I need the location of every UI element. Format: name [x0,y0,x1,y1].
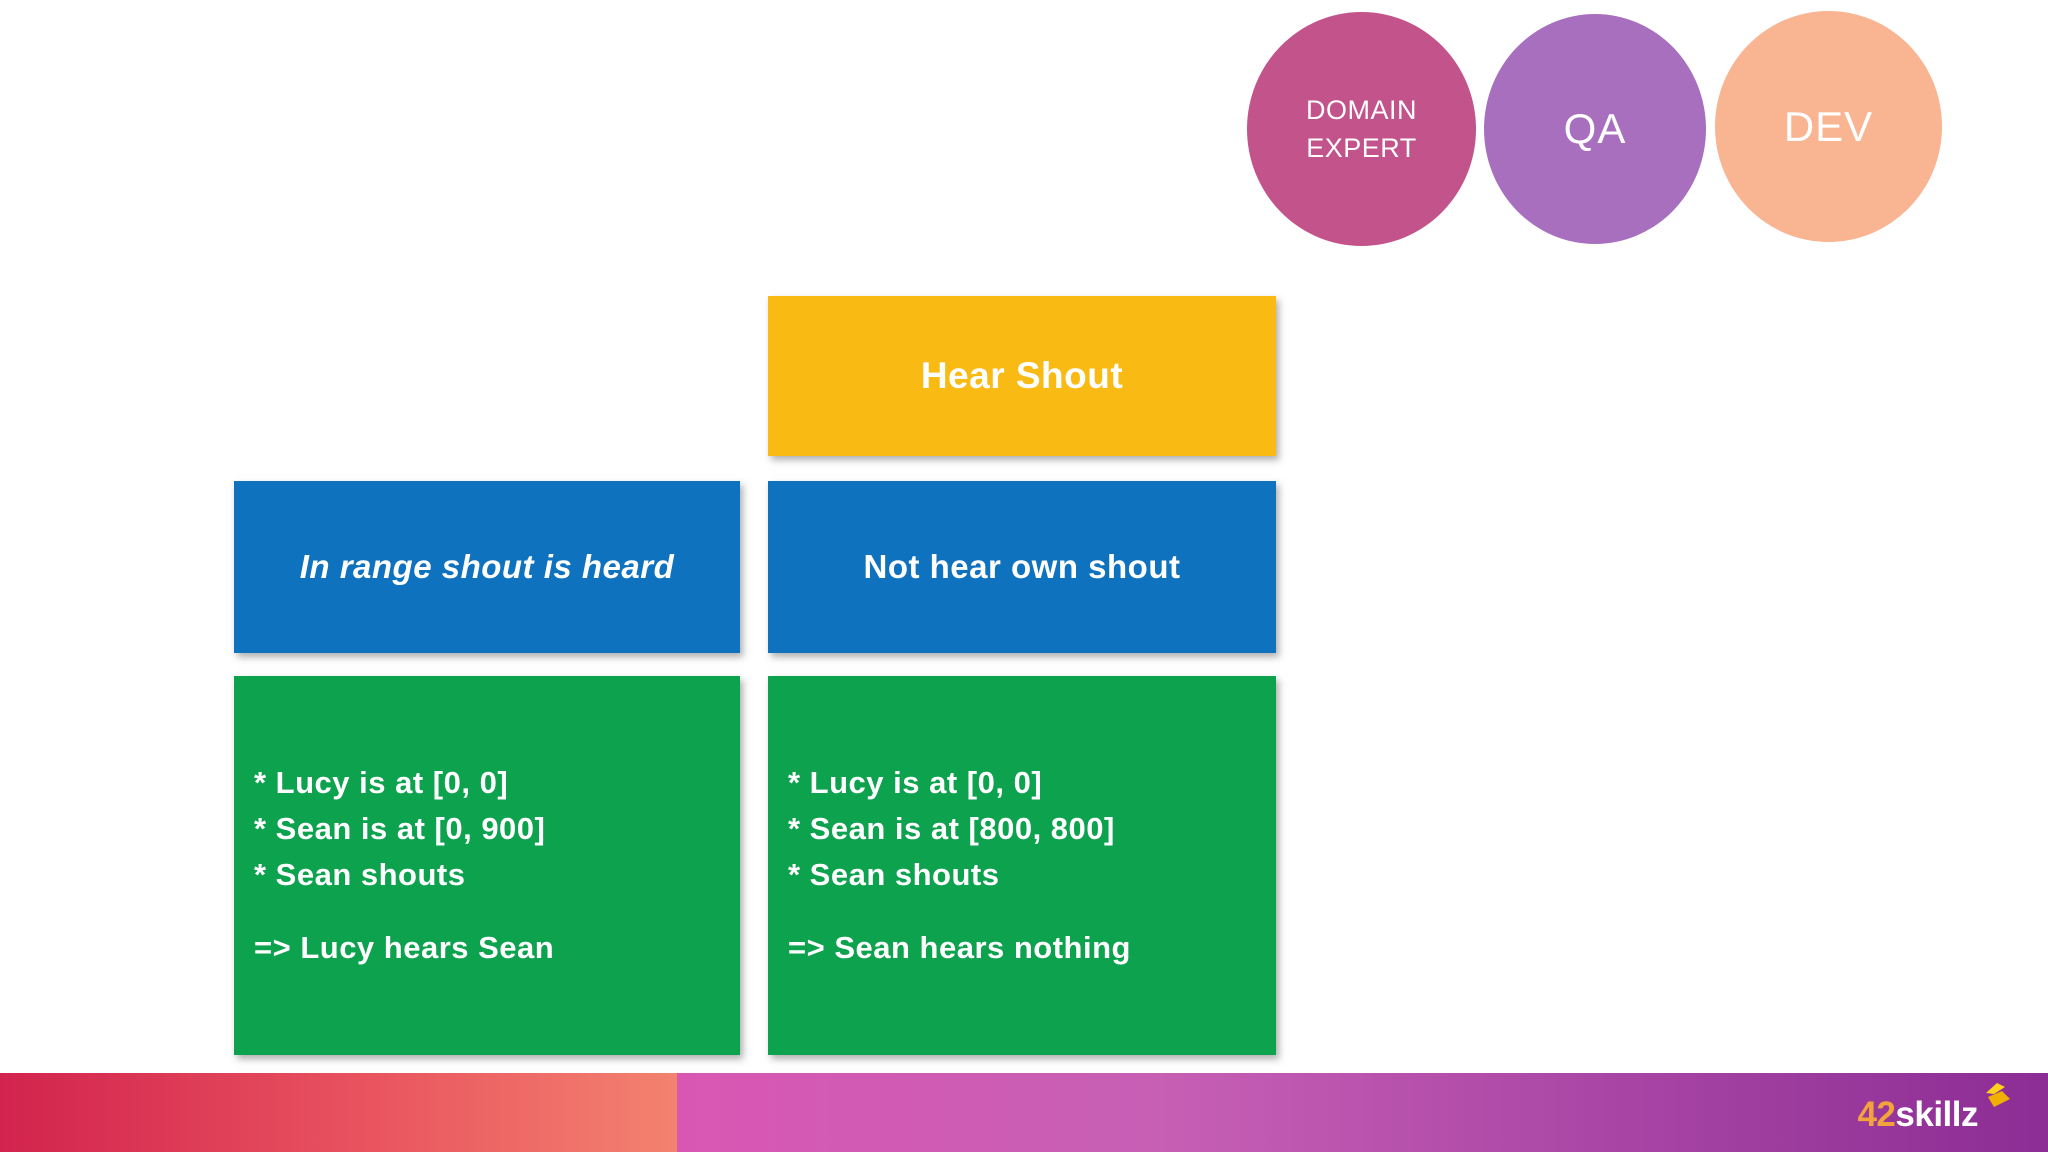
rule-card-in-range: In range shout is heard [234,481,740,653]
example-step: * Sean shouts [788,857,1000,892]
footer-gradient-left [0,1073,677,1152]
example-card-sean-hears-nothing: * Lucy is at [0, 0] * Sean is at [800, 8… [768,676,1276,1055]
brand-prefix: 42 [1857,1095,1896,1134]
story-card: Hear Shout [768,296,1276,456]
rule-card-label: In range shout is heard [299,548,675,585]
example-result: => Lucy hears Sean [254,930,555,965]
brand-cube-icon [1986,1083,2010,1107]
example-step: * Lucy is at [0, 0] [788,765,1043,800]
example-card-lucy-hears-sean: * Lucy is at [0, 0] * Sean is at [0, 900… [234,676,740,1055]
example-card-text: * Lucy is at [0, 0] * Sean is at [800, 8… [768,760,1139,971]
example-result: => Sean hears nothing [788,930,1131,965]
role-circle-domain-expert: DOMAIN EXPERT [1247,12,1476,246]
rule-card-not-hear-own: Not hear own shout [768,481,1276,653]
footer-gradient-right [677,1073,2048,1152]
story-card-label: Hear Shout [920,355,1124,396]
example-step: * Lucy is at [0, 0] [254,765,509,800]
role-label-line: DOMAIN [1306,95,1417,125]
example-step: * Sean shouts [254,857,466,892]
example-step: * Sean is at [0, 900] [254,811,546,846]
role-circle-dev: DEV [1715,11,1942,242]
role-label-qa: QA [1564,105,1627,153]
rule-card-label: Not hear own shout [863,548,1181,585]
role-label-line: EXPERT [1306,133,1417,163]
brand-suffix: skillz [1895,1095,1978,1134]
example-step: * Sean is at [800, 800] [788,811,1115,846]
role-label-line: QA [1563,105,1627,152]
role-label-line: DEV [1783,102,1874,150]
role-label-dev: DEV [1784,103,1873,151]
role-label-domain-expert: DOMAIN EXPERT [1306,91,1417,167]
role-circle-qa: QA [1484,14,1706,244]
example-card-text: * Lucy is at [0, 0] * Sean is at [0, 900… [234,760,562,971]
